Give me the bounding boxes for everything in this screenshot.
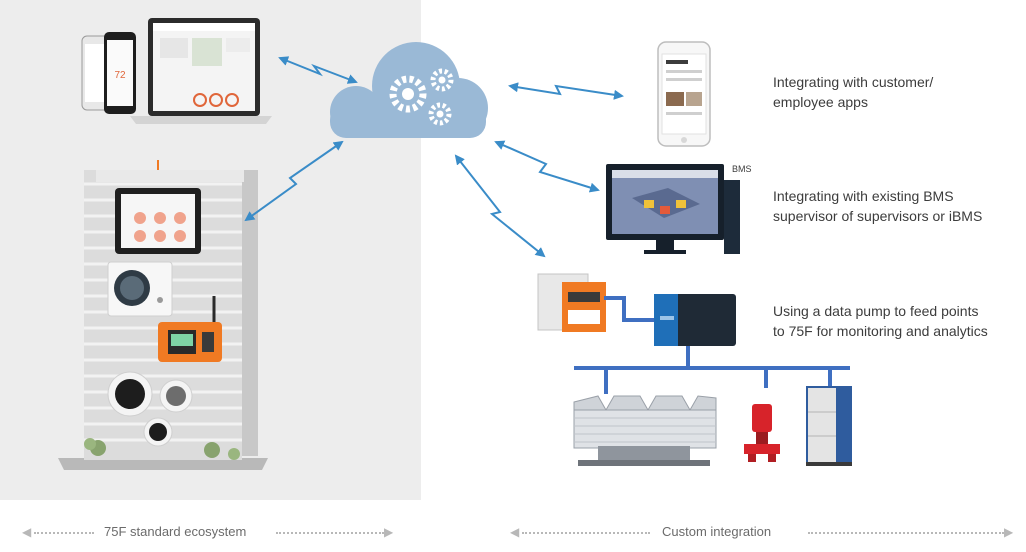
phone-icon: 72 [81,32,136,114]
monitor-icon [606,164,740,254]
chiller-icon [573,395,717,466]
smartphone-icon [657,41,711,147]
cloud-bms-arrow [494,140,600,193]
bms-label: BMS [732,164,752,174]
data-pump-orange-icon [537,273,606,332]
apps-integration-label: Integrating with customer/ employee apps [773,74,934,110]
standard-ecosystem-caption: 75F standard ecosystem [104,524,247,539]
cloud-pump-arrow [454,154,546,258]
data-pump-blue-icon [654,294,736,346]
cloud-building-arrow [244,140,344,222]
right-caption-arrow-end-icon: ▶ [1004,525,1014,539]
left-caption-arrow-icon: ◀ [22,525,32,539]
cloud-gear-icon [330,42,488,138]
pump-link [604,296,654,322]
svg-text:72: 72 [114,70,126,81]
cabinet-icon [806,386,852,466]
right-caption-arrow-icon: ◀ [510,525,520,539]
bms-integration-label: Integrating with existing BMS supervisor… [773,188,983,224]
touch-display-icon [115,188,201,254]
cloud-app-arrow [278,56,358,84]
custom-integration-caption: Custom integration [662,524,772,539]
cloud-apps-arrow [508,82,624,100]
data-pump-integration-label: Using a data pump to feed points to 75F … [773,303,988,339]
controller-icon [158,296,222,362]
thermostat-icon [107,261,173,317]
laptop-icon [130,18,272,124]
sensor-icon [107,371,193,447]
pump-icon [744,404,780,462]
left-caption-arrow-end-icon: ▶ [384,525,394,539]
